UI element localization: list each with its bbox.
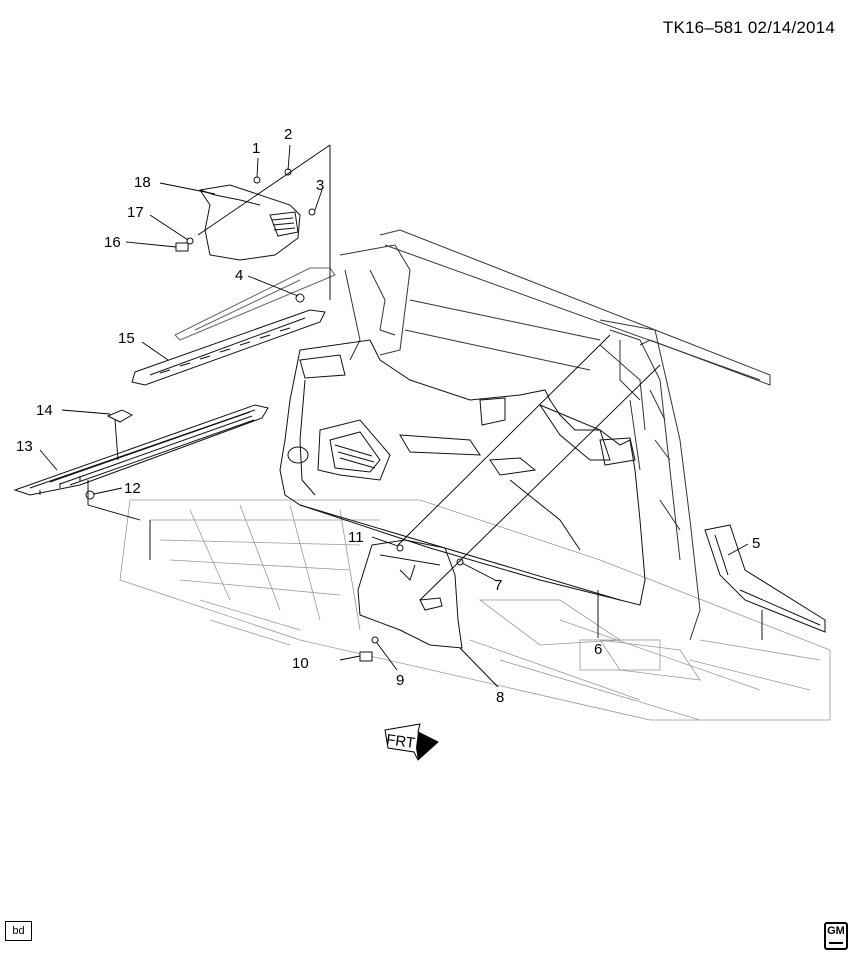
callout-15: 15 [118,330,135,347]
gm-logo-icon: GM [824,922,848,950]
callout-7: 7 [494,577,502,594]
front-direction-arrow-icon: FRT [384,723,439,761]
callout-4: 4 [235,267,243,284]
callout-5: 5 [752,535,760,552]
callout-11: 11 [348,529,364,546]
rail-trim-15 [131,309,326,386]
callout-13: 13 [16,438,33,455]
callout-16: 16 [104,234,121,251]
quarter-trim-panel-6 [279,339,646,606]
callout-12: 12 [124,480,141,497]
lower-trim-8 [357,539,463,649]
gm-logo-text: GM [827,925,845,937]
upper-trim-18 [199,184,301,261]
callout-18: 18 [134,174,151,191]
cap-14 [106,409,134,423]
diagram-header: TK16–581 02/14/2014 [663,18,835,38]
callout-10: 10 [292,655,309,672]
callout-9: 9 [396,672,404,689]
callout-8: 8 [496,689,504,706]
callout-2: 2 [284,126,292,143]
leader-lines [39,144,763,688]
diagram-date: 02/14/2014 [747,18,835,37]
body-structure [339,229,771,641]
floor-pan [119,499,831,721]
callouts: 1 2 3 4 5 6 7 8 9 10 11 12 13 14 15 16 1… [16,126,760,706]
callout-3: 3 [316,177,324,194]
sill-plate-5 [704,524,826,633]
callout-6: 6 [594,641,602,658]
roof-rail [174,267,336,341]
sill-plate-13 [13,404,269,496]
frt-label: FRT [385,731,416,752]
code-box: bd [5,921,32,941]
callout-17: 17 [127,204,144,221]
callout-14: 14 [36,402,53,419]
callout-1: 1 [252,140,260,157]
diagram-code: TK16–581 [662,18,743,37]
